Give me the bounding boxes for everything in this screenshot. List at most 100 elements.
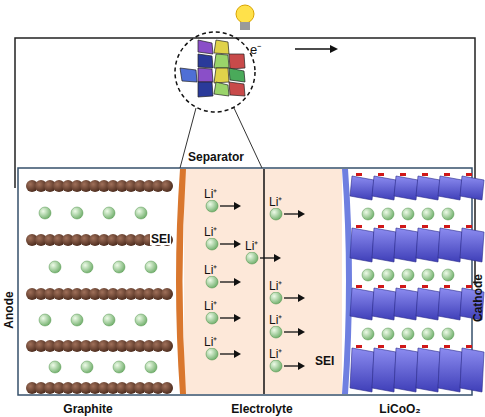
carbon-atom (161, 180, 173, 192)
arrowhead (298, 362, 305, 370)
part-label: SEI (150, 233, 171, 245)
coo6-octahedron (460, 176, 484, 200)
electron-arrow (295, 48, 332, 49)
lithium-atom (382, 269, 394, 281)
lithium-atom (442, 208, 454, 220)
oxygen-atom (466, 173, 472, 176)
coo6-octahedron (394, 288, 418, 320)
coo6-octahedron (460, 228, 484, 262)
ion-arrow (220, 281, 236, 282)
coo6-octahedron (416, 228, 440, 262)
coo6-octahedron (372, 288, 396, 320)
lithium-atom (402, 269, 414, 281)
ion-arrow (284, 365, 300, 366)
light-bulb (236, 5, 254, 30)
grain (198, 40, 213, 54)
ion-arrow (220, 353, 236, 354)
arrowhead (234, 240, 241, 248)
grain (214, 82, 229, 96)
oxygen-atom (356, 285, 362, 288)
oxygen-atom (466, 225, 472, 228)
ion-label: Li⁺ (203, 226, 218, 238)
ion-arrow (260, 257, 276, 258)
oxygen-atom (466, 345, 472, 348)
lithium-ion (206, 238, 218, 250)
lithium-atom (135, 207, 147, 219)
ion-label: Li⁺ (268, 280, 283, 292)
lithium-atom (362, 328, 374, 340)
lithium-atom (135, 314, 147, 326)
lithium-ion (270, 208, 282, 220)
oxygen-atom (378, 285, 384, 288)
lithium-ion (206, 312, 218, 324)
oxygen-atom (422, 345, 428, 348)
oxygen-atom (378, 225, 384, 228)
grain (198, 54, 213, 68)
oxygen-atom (444, 285, 450, 288)
ion-label: Li⁺ (203, 300, 218, 312)
ion-label: Li⁺ (203, 336, 218, 348)
grain (214, 40, 229, 54)
lithium-atom (442, 328, 454, 340)
coo6-octahedron (372, 176, 396, 200)
electrode-label: Cathode (472, 274, 484, 322)
lithium-atom (145, 361, 157, 373)
licoo2-lattice (350, 173, 484, 392)
grain (198, 82, 213, 97)
oxygen-atom (378, 345, 384, 348)
ion-arrow (284, 213, 300, 214)
lithium-ion (270, 292, 282, 304)
arrowhead (234, 202, 241, 210)
lithium-atom (422, 208, 434, 220)
ion-label: Li⁺ (268, 348, 283, 360)
grain (214, 54, 229, 68)
lithium-atom (49, 361, 61, 373)
grain (198, 68, 213, 82)
sei-layer (342, 169, 352, 394)
oxygen-atom (400, 173, 406, 176)
coo6-octahedron (372, 348, 396, 392)
ion-label: Li⁺ (244, 240, 259, 252)
coo6-octahedron (372, 228, 396, 262)
lithium-atom (402, 208, 414, 220)
material-label: LiCoO₂ (379, 403, 420, 415)
lithium-atom (422, 328, 434, 340)
sei-layer (176, 169, 186, 394)
electron-label: e⁻ (250, 43, 261, 56)
oxygen-atom (400, 225, 406, 228)
ion-label: Li⁺ (268, 314, 283, 326)
ion-arrow (220, 205, 236, 206)
lithium-ion (246, 252, 258, 264)
oxygen-atom (356, 345, 362, 348)
separator-microstructure (180, 40, 245, 97)
oxygen-atom (444, 225, 450, 228)
lithium-atom (402, 328, 414, 340)
arrowhead (298, 328, 305, 336)
ion-arrow (284, 331, 300, 332)
coo6-octahedron (350, 288, 374, 320)
region-label: Electrolyte (231, 403, 292, 415)
separator-line (263, 169, 265, 394)
oxygen-atom (356, 225, 362, 228)
oxygen-atom (356, 173, 362, 176)
ion-arrow (220, 243, 236, 244)
oxygen-atom (422, 225, 428, 228)
coo6-octahedron (350, 176, 374, 200)
lithium-atom (71, 207, 83, 219)
oxygen-atom (422, 173, 428, 176)
grain (229, 68, 245, 82)
arrowhead (234, 278, 241, 286)
lithium-atom (103, 207, 115, 219)
coo6-octahedron (438, 228, 462, 262)
coo6-octahedron (438, 176, 462, 200)
grain (229, 54, 245, 69)
lithium-atom (422, 269, 434, 281)
coo6-octahedron (394, 176, 418, 200)
oxygen-atom (378, 173, 384, 176)
arrowhead (234, 350, 241, 358)
oxygen-atom (400, 285, 406, 288)
oxygen-atom (422, 285, 428, 288)
cell-frame (18, 168, 472, 395)
lithium-ions (206, 200, 305, 372)
lithium-ion (206, 348, 218, 360)
